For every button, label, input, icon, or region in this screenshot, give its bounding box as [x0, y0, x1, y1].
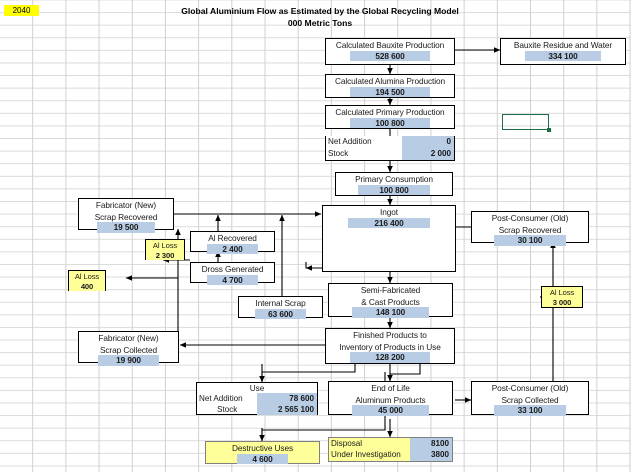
table-row: Net Addition 0 — [326, 136, 454, 148]
node-value: 100 800 — [350, 117, 430, 129]
table-row: Stock 2 000 — [326, 148, 454, 160]
node-post-consumer-scrap-collected[interactable]: Post-Consumer (Old) Scrap Collected 33 1… — [471, 381, 589, 416]
node-value: 3 000 — [542, 297, 582, 308]
node-post-consumer-scrap-recovered[interactable]: Post-Consumer (Old) Scrap Recovered 30 1… — [471, 211, 589, 246]
stock-label: Stock — [328, 149, 349, 159]
use-stock-value: 2 565 100 — [257, 404, 317, 416]
selected-cell-range[interactable] — [502, 114, 551, 132]
table-row: Under Investigation 3800 — [329, 449, 452, 461]
node-finished-products[interactable]: Finished Products to Inventory of Produc… — [325, 328, 455, 364]
node-label-line-2: Scrap Recovered — [94, 211, 158, 222]
node-disposal-under-investigation[interactable]: Disposal 8100 Under Investigation 3800 — [328, 437, 453, 462]
node-fabricator-new-scrap-collected[interactable]: Fabricator (New) Scrap Collected 19 900 — [78, 331, 179, 366]
node-value: 4 700 — [206, 274, 259, 286]
table-row: Net Addition 78 600 — [197, 393, 317, 405]
node-value: 194 500 — [350, 86, 430, 98]
use-header-label: Use — [249, 383, 265, 393]
node-destructive-uses[interactable]: Destructive Uses 4 600 — [205, 441, 320, 465]
year-cell: 2040 — [4, 5, 39, 16]
node-label: Al Loss — [74, 272, 100, 281]
node-value: 45 000 — [352, 405, 429, 416]
node-label-line-2: Scrap Collected — [99, 344, 158, 355]
node-al-loss-dross[interactable]: Al Loss 2 300 — [145, 239, 185, 261]
node-label-line-2: Inventory of Products in Use — [339, 341, 441, 352]
title-line-1: Global Aluminium Flow as Estimated by th… — [181, 6, 459, 16]
node-label: Ingot — [380, 207, 398, 217]
node-value: 33 100 — [494, 405, 566, 416]
disposal-label: Disposal — [331, 438, 363, 448]
node-label: Calculated Alumina Production — [334, 76, 446, 86]
node-label-line-2: Aluminum Products — [355, 394, 426, 405]
under-investigation-label: Under Investigation — [331, 450, 401, 460]
node-value: 63 600 — [254, 308, 307, 320]
node-ingot[interactable]: Ingot 216 400 — [322, 205, 456, 272]
title-line-2: 000 Metric Tons — [287, 18, 353, 29]
node-label-line-2: Scrap Recovered — [498, 224, 562, 235]
disposal-value: 8100 — [410, 438, 452, 450]
net-addition-value: 0 — [401, 136, 454, 148]
node-label: Bauxite Residue and Water — [513, 40, 613, 50]
node-al-loss-fabricator[interactable]: Al Loss 400 — [68, 270, 106, 292]
node-al-recovered[interactable]: Al Recovered 2 400 — [190, 231, 275, 255]
node-label-line-1: Fabricator (New) — [95, 200, 157, 210]
node-fabricator-new-scrap-recovered[interactable]: Fabricator (New) Scrap Recovered 19 500 — [78, 198, 174, 233]
node-label-line-2: & Cast Products — [361, 296, 420, 307]
node-al-loss-post-consumer[interactable]: Al Loss 3 000 — [541, 286, 583, 308]
node-label-line-1: Finished Products to — [353, 330, 427, 340]
node-value: 4 600 — [237, 453, 288, 465]
node-label: Primary Consumption — [355, 174, 433, 184]
node-value: 19 900 — [97, 355, 160, 366]
node-label-line-1: End of Life — [371, 383, 410, 393]
node-label-line-1: Post-Consumer (Old) — [491, 213, 569, 223]
node-calculated-primary-production[interactable]: Calculated Primary Production 100 800 — [325, 105, 455, 129]
table-row: Disposal 8100 — [329, 438, 452, 450]
node-label: Destructive Uses — [231, 443, 294, 453]
stock-value: 2 000 — [401, 148, 454, 160]
node-label: Al Recovered — [208, 233, 257, 243]
use-net-addition-label: Net Addition — [199, 394, 243, 404]
node-value: 30 100 — [494, 235, 566, 246]
node-dross-generated[interactable]: Dross Generated 4 700 — [190, 262, 275, 286]
node-label: Al Loss — [152, 241, 178, 250]
node-value: 400 — [69, 281, 105, 292]
node-label: Calculated Primary Production — [335, 107, 445, 117]
node-label-line-1: Semi-Fabricated — [360, 285, 421, 295]
node-label-line-2: Scrap Collected — [501, 394, 559, 405]
node-value: 2 400 — [206, 243, 259, 255]
fill-handle[interactable] — [546, 127, 551, 132]
under-investigation-value: 3800 — [410, 449, 452, 461]
net-addition-label: Net Addition — [328, 137, 372, 147]
table-row: Stock 2 565 100 — [197, 404, 317, 416]
node-label: Internal Scrap — [255, 298, 306, 308]
node-label: Al Loss — [549, 288, 575, 297]
node-semi-fabricated-cast-products[interactable]: Semi-Fabricated & Cast Products 148 100 — [328, 283, 453, 318]
node-value: 334 100 — [524, 50, 602, 62]
node-label-line-1: Post-Consumer (Old) — [491, 383, 569, 393]
node-value: 216 400 — [348, 217, 430, 229]
node-primary-net-addition-stock[interactable]: Net Addition 0 Stock 2 000 — [325, 136, 455, 161]
node-value: 100 800 — [358, 184, 430, 196]
node-use[interactable]: Use Net Addition 78 600 Stock 2 565 100 — [196, 382, 318, 416]
node-label: Dross Generated — [201, 264, 264, 274]
page-title: Global Aluminium Flow as Estimated by th… — [155, 5, 485, 30]
node-value: 148 100 — [352, 307, 429, 318]
node-value: 128 200 — [350, 352, 430, 363]
node-calculated-bauxite-production[interactable]: Calculated Bauxite Production 528 600 — [325, 38, 455, 65]
node-internal-scrap[interactable]: Internal Scrap 63 600 — [238, 296, 323, 320]
node-end-of-life-aluminum-products[interactable]: End of Life Aluminum Products 45 000 — [328, 381, 453, 416]
node-calculated-alumina-production[interactable]: Calculated Alumina Production 194 500 — [325, 74, 455, 98]
node-value: 19 500 — [96, 222, 156, 233]
use-stock-label: Stock — [217, 405, 238, 415]
node-value: 528 600 — [350, 50, 430, 62]
use-net-addition-value: 78 600 — [257, 393, 317, 405]
node-bauxite-residue-and-water[interactable]: Bauxite Residue and Water 334 100 — [500, 38, 626, 65]
node-label: Calculated Bauxite Production — [335, 40, 445, 50]
node-value: 2 300 — [146, 250, 184, 261]
node-primary-consumption[interactable]: Primary Consumption 100 800 — [335, 172, 453, 196]
node-label-line-1: Fabricator (New) — [98, 333, 159, 343]
